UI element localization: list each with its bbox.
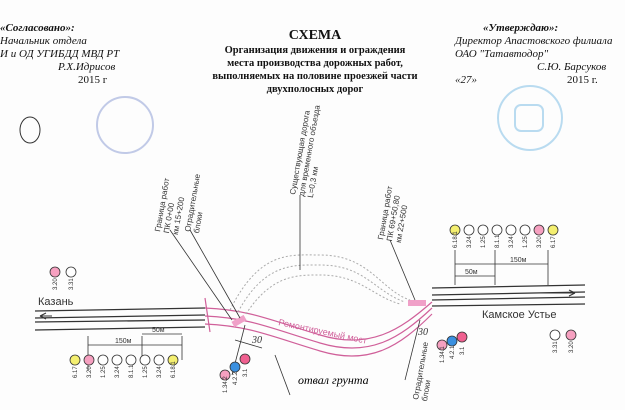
road-sign-3-20 — [49, 266, 61, 278]
city-left: Казань — [38, 296, 74, 308]
sign-number: 1.25 — [481, 236, 487, 248]
sign-number: 6.18.1 — [453, 231, 459, 248]
road-left — [34, 307, 206, 331]
sign-number: 4.2.1 — [450, 345, 456, 359]
road-right — [431, 284, 586, 307]
sign-number: 1.25 — [143, 366, 149, 378]
dist-150-left: 150м — [115, 338, 132, 345]
road-sign-1-34-2 — [219, 369, 231, 381]
stamp-right-inner — [514, 104, 544, 132]
approve-date: 2015 г. — [567, 74, 598, 86]
sign-number: 3.24 — [509, 236, 515, 248]
road-sign-4-2-1 — [446, 335, 458, 347]
sign-number: 3.20 — [87, 366, 93, 378]
approval-left: «Согласовано»: Начальник отдела И и ОД У… — [0, 22, 119, 87]
sign-number: 3.20 — [537, 236, 543, 248]
sign-number: 1.25 — [523, 236, 529, 248]
sign-number: 6.18.1 — [171, 361, 177, 378]
arrow-right — [540, 289, 576, 297]
sign-number: 1.34.1 — [440, 346, 446, 363]
dist-30-left: 30 — [251, 335, 262, 346]
dist-150-right: 150м — [510, 257, 527, 264]
road-sign-1-25 — [519, 224, 531, 236]
road-sign-3-20 — [83, 354, 95, 366]
road-sign-3-24 — [111, 354, 123, 366]
stamp-left — [96, 96, 154, 154]
sign-number: 3.1 — [460, 346, 466, 355]
road-sign-3-31 — [65, 266, 77, 278]
approve-name: С.Ю. Барсуков — [537, 61, 607, 73]
dist-50-right: 50м — [465, 269, 478, 276]
barrier-right — [408, 300, 426, 306]
approve-org: ОАО "Татавтодор" — [455, 48, 549, 60]
road-sign-1-25 — [97, 354, 109, 366]
road-sign-3-20 — [533, 224, 545, 236]
approval-right: «Утверждаю»: Директор Апастовского филиа… — [455, 22, 625, 87]
sign-number: 3.24 — [115, 366, 121, 378]
approval-dept: И и ОД УГИБДД МВД РТ — [0, 48, 120, 60]
sign-number: 8.1.1 — [495, 234, 501, 248]
road-sign-3-20 — [565, 329, 577, 341]
road-sign-3-24 — [505, 224, 517, 236]
road-sign-6-18-1 — [167, 354, 179, 366]
title-line: двухполосных дорог — [266, 84, 364, 95]
signature-mark — [19, 116, 41, 144]
road-signs: 6.17 3.20 1.25 3.24 8.1.1 1.25 3.24 6.18.1 6.18.… — [49, 224, 577, 393]
sign-number: 6.17 — [73, 366, 79, 378]
sign-number: 3.20 — [569, 341, 575, 353]
title-line: выполняемых на половине проезжей части — [212, 71, 418, 82]
blocks-label-left: Оградительныеблоки — [183, 173, 211, 234]
sign-number: 1.25 — [101, 366, 107, 378]
road-sign-3-1 — [239, 353, 251, 365]
approval-name: Р.Х.Идрисов — [58, 61, 116, 73]
sign-number: 3.31 — [553, 341, 559, 353]
sign-number: 3.24 — [157, 366, 163, 378]
approval-position: Начальник отдела — [0, 35, 87, 47]
spoil-label: отвал грунта — [298, 373, 369, 387]
detour-road — [229, 254, 411, 315]
sign-number: 8.1.1 — [129, 364, 135, 378]
dimension-lines — [87, 250, 549, 370]
road-sign-6-18-1 — [449, 224, 461, 236]
road-sign-3-31 — [549, 329, 561, 341]
sign-number: 1.34.2 — [223, 376, 229, 393]
page-title: СХЕМА — [288, 28, 342, 43]
sign-number: 3.31 — [69, 278, 75, 290]
approve-title: «Утверждаю»: — [483, 22, 559, 34]
sign-number: 6.17 — [551, 236, 557, 248]
road-sign-6-17 — [69, 354, 81, 366]
road-sign-1-25 — [477, 224, 489, 236]
border-right-label: Граница работПК 69+50,80км 22+500 — [376, 185, 412, 244]
road-sign-1-25 — [139, 354, 151, 366]
dist-50-left: 50м — [152, 327, 165, 334]
city-right: Камское Устье — [482, 309, 556, 321]
approve-day: «27» — [455, 74, 477, 86]
title-line: Организация движения и ограждения — [224, 45, 406, 56]
road-sign-1-34-1 — [436, 339, 448, 351]
sign-number: 3.24 — [467, 236, 473, 248]
road-sign-3-1 — [456, 331, 468, 343]
approval-date: 2015 г — [78, 74, 108, 86]
arrow-left — [39, 312, 52, 320]
detour-label: Существующая дорогадля временного объезд… — [288, 102, 331, 198]
approve-position: Директор Апастовского филиала — [455, 35, 613, 47]
barrier-left — [231, 314, 247, 328]
sign-number: 3.20 — [53, 278, 59, 290]
dist-30-right: 30 — [417, 327, 428, 338]
approval-title: «Согласовано»: — [0, 22, 75, 34]
title-line: места производства дорожных работ, — [227, 58, 403, 69]
road-sign-3-24 — [463, 224, 475, 236]
road-sign-6-17 — [547, 224, 559, 236]
stamp-right — [497, 85, 563, 151]
road-sign-8-1-1 — [491, 224, 503, 236]
sign-number: 4.2.2 — [233, 371, 239, 385]
road-sign-8-1-1 — [125, 354, 137, 366]
blocks-label-right: Оградительныеблоки — [411, 341, 439, 402]
title-block: СХЕМА Организация движения и ограждения … — [170, 28, 460, 96]
road-sign-3-24 — [153, 354, 165, 366]
sign-number: 3.1 — [243, 368, 249, 377]
road-sign-4-2-2 — [229, 361, 241, 373]
